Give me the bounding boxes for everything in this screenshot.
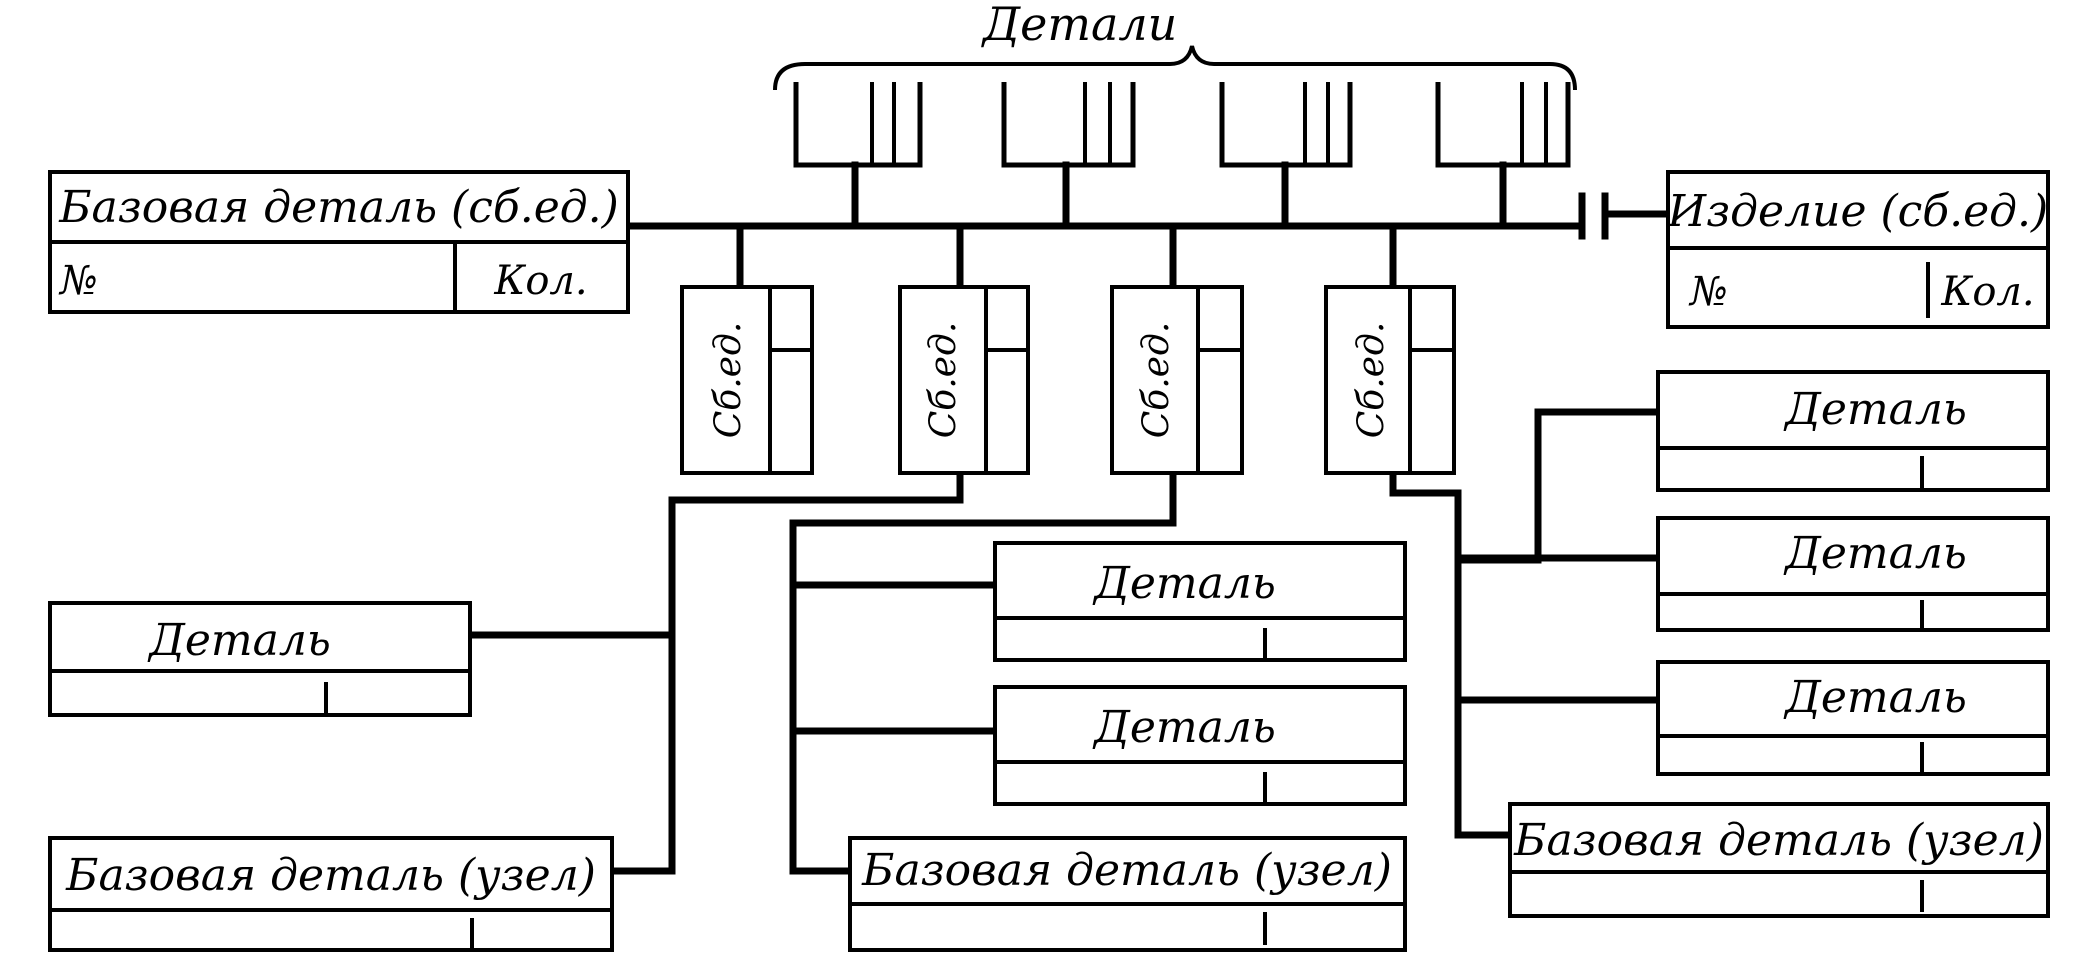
base-part-main-quantity-label: Кол. [493,258,587,304]
part-title: Деталь [147,615,331,666]
part-box: Деталь [1656,370,2050,492]
assembly-unit-box: Сб.ед. [1324,285,1456,475]
assembly-unit-label: Сб.ед. [708,322,749,439]
right-branch-line [1389,469,1514,839]
part-box: Деталь [993,685,1407,806]
product-number-label: № [1688,269,1728,315]
part-title: Деталь [1783,384,1967,435]
detail-stub [1435,82,1571,168]
detail-stub [1001,82,1136,168]
assembly-unit-label: Сб.ед. [923,322,964,439]
part-box: Деталь [1656,516,2050,632]
part-title: Деталь [1092,702,1276,753]
product-title: Изделие (сб.ед.) [1667,186,2048,237]
base-part-main-number-label: № [58,258,98,304]
details-group: Детали [773,0,1577,168]
part-box: Деталь [993,541,1407,662]
base-part-main-title: Базовая деталь (сб.ед.) [58,182,619,233]
assembly-unit-label: Сб.ед. [1351,322,1392,439]
base-part-node-title: Базовая деталь (узел) [1513,815,2044,866]
assembly-unit-box: Сб.ед. [898,285,1030,475]
assembly-unit-box: Сб.ед. [1110,285,1244,475]
base-part-node-box: Базовая деталь (узел) [48,836,614,952]
part-title: Деталь [1783,672,1967,723]
left-branch-line [608,469,964,875]
right-branch-part-1-connector [1454,408,1662,564]
detail-stub [1219,82,1353,168]
product-box: Изделие (сб.ед.) № Кол. [1666,170,2050,329]
middle-branch-line [789,469,1177,875]
part-title: Деталь [1783,528,1967,579]
product-quantity-label: Кол. [1940,269,2034,315]
details-curly-brace [773,45,1577,91]
details-group-label: Детали [981,0,1178,51]
base-part-node-box: Базовая деталь (узел) [848,836,1407,952]
connection-lines [466,161,1672,875]
detail-stub [793,82,923,168]
assembly-unit-box: Сб.ед. [680,285,814,475]
base-part-main-box: Базовая деталь (сб.ед.) № Кол. [48,170,630,314]
part-title: Деталь [1092,558,1276,609]
base-part-node-box: Базовая деталь (узел) [1508,802,2050,918]
part-box: Деталь [1656,660,2050,776]
assembly-unit-label: Сб.ед. [1136,322,1177,439]
part-box: Деталь [48,601,472,717]
base-part-node-title: Базовая деталь (узел) [861,845,1392,896]
base-part-node-title: Базовая деталь (узел) [65,850,596,901]
